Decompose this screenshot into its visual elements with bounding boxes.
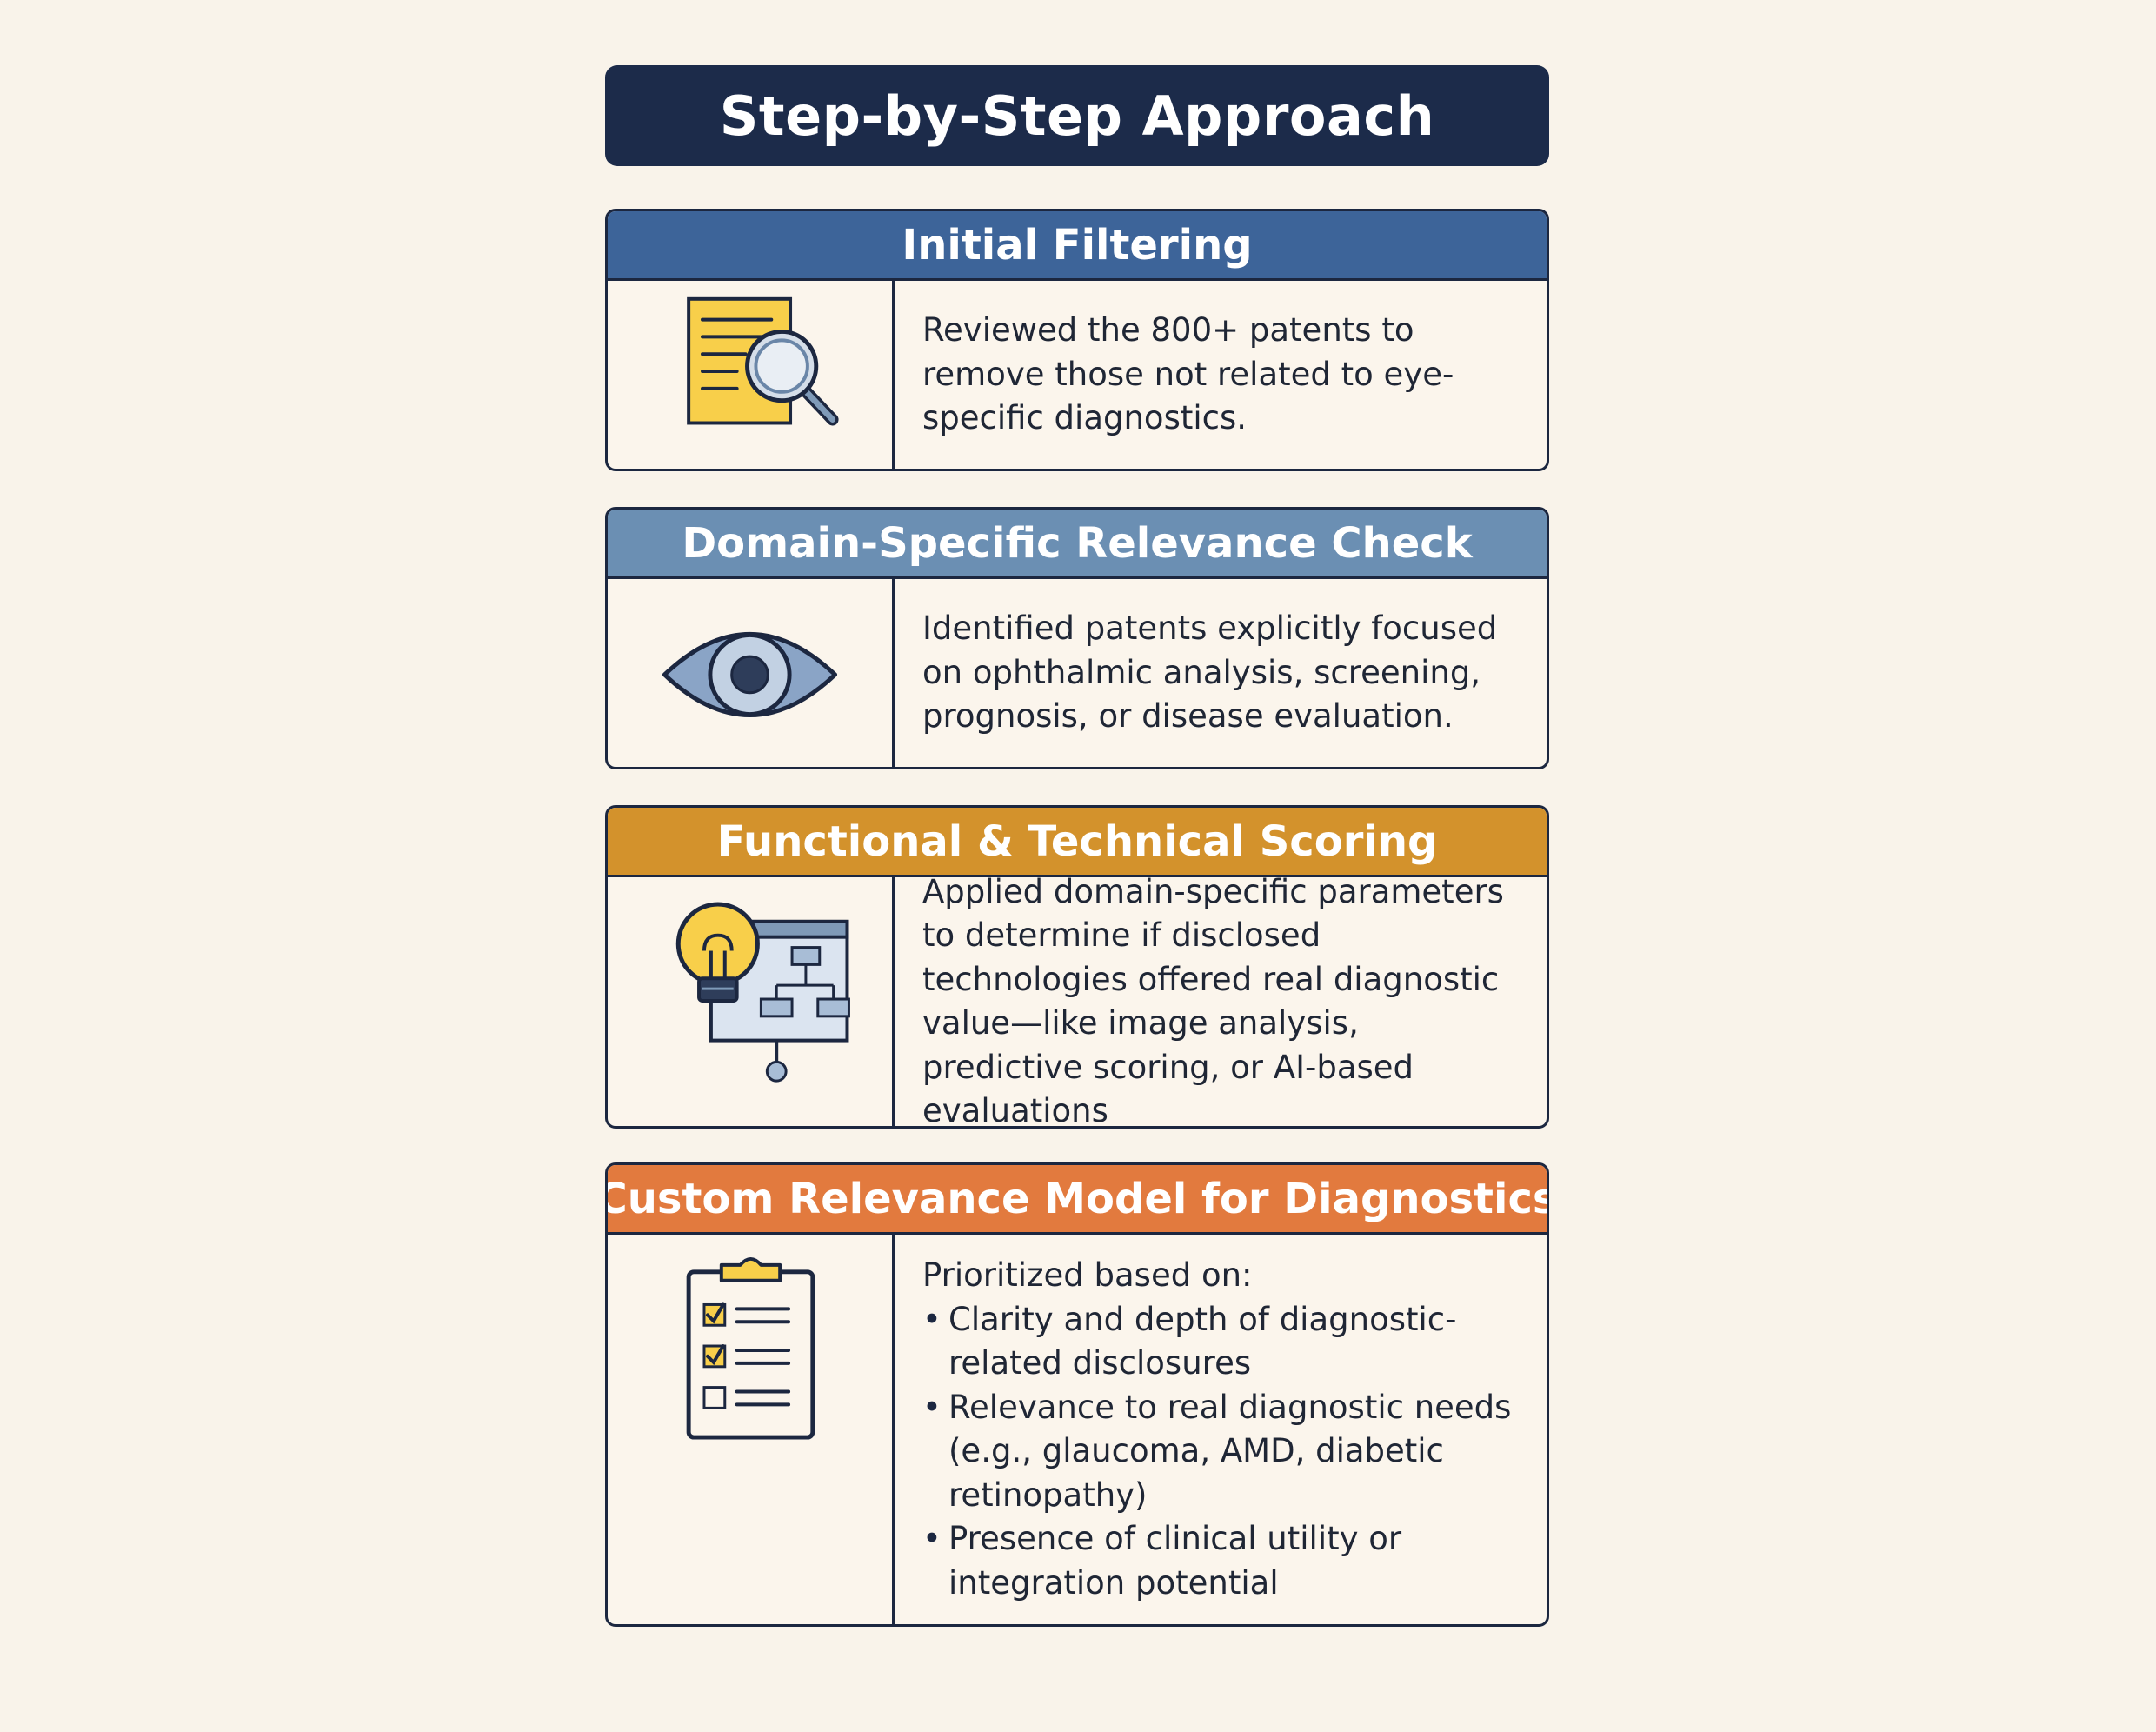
icon-cell [608,281,895,469]
clipboard-checklist-icon [686,1256,815,1440]
bullet-text: Presence of clinical utility or integrat… [948,1520,1402,1602]
bullet-text: Clarity and depth of diagnostic-related … [948,1300,1457,1382]
text-cell: Prioritized based on: • Clarity and dept… [895,1235,1547,1624]
text-cell: Applied domain-specific parameters to de… [895,873,1547,1127]
icon-cell [608,579,895,767]
step-intro: Prioritized based on: [922,1256,1253,1294]
step-description: Identified patents explicitly focused on… [922,610,1498,736]
title-bar: Step-by-Step Approach [605,65,1549,166]
step-heading: Initial Filtering [902,220,1253,270]
lightbulb-flowchart-icon [675,902,850,1082]
eye-icon [662,631,838,718]
step-heading: Domain-Specific Relevance Check [682,518,1473,568]
step-description: Reviewed the 800+ patents to remove thos… [922,311,1454,437]
list-item: • Clarity and depth of diagnostic-relate… [922,1298,1521,1386]
step-card-domain-relevance: Domain-Specific Relevance Check Identifi… [605,507,1549,769]
page-title: Step-by-Step Approach [719,83,1435,148]
step-description: Applied domain-specific parameters to de… [922,872,1504,1129]
step-header: Functional & Technical Scoring [608,808,1547,877]
list-item: • Relevance to real diagnostic needs (e.… [922,1386,1521,1518]
step-heading: Functional & Technical Scoring [716,816,1438,866]
bullet-text: Relevance to real diagnostic needs (e.g.… [948,1388,1512,1514]
bullet-dot: • [922,1388,942,1426]
step-card-functional-scoring: Functional & Technical Scoring [605,805,1549,1129]
bullet-dot: • [922,1520,942,1557]
step-heading: Custom Relevance Model for Diagnostics [605,1174,1549,1223]
bullet-dot: • [922,1300,942,1338]
step-header: Custom Relevance Model for Diagnostics [608,1165,1547,1235]
step-card-custom-relevance-model: Custom Relevance Model for Diagnostics P… [605,1162,1549,1627]
text-cell: Reviewed the 800+ patents to remove thos… [895,281,1547,469]
step-card-initial-filtering: Initial Filtering Reviewed the 800+ pate… [605,209,1549,471]
icon-cell [608,1235,895,1624]
icon-cell [608,877,895,1126]
step-header: Initial Filtering [608,211,1547,281]
step-header: Domain-Specific Relevance Check [608,510,1547,579]
document-magnifier-icon [687,296,839,426]
text-cell: Identified patents explicitly focused on… [895,579,1547,767]
list-item: • Presence of clinical utility or integr… [922,1517,1521,1605]
